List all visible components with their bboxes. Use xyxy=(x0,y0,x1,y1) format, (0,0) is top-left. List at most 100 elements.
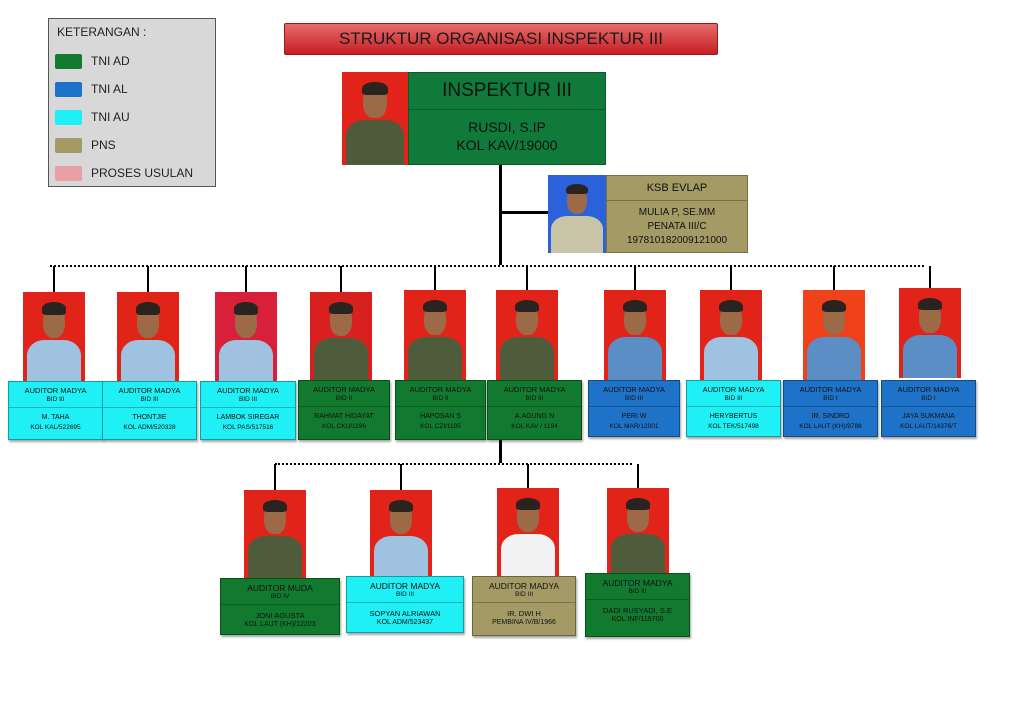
member-bid: BID III xyxy=(525,395,544,402)
photo-hair xyxy=(329,301,353,314)
legend-title: KETERANGAN : xyxy=(57,25,147,39)
member-connector-line xyxy=(434,266,436,290)
photo-uniform xyxy=(499,336,555,380)
photo-hair xyxy=(423,299,447,313)
legend-label: PNS xyxy=(91,138,116,152)
card-separator xyxy=(882,406,975,407)
chart-title: STRUKTUR ORGANISASI INSPEKTUR III xyxy=(284,23,718,55)
member-name: PERI W xyxy=(621,413,647,420)
card-separator xyxy=(299,406,389,407)
photo-hair xyxy=(516,497,540,510)
legend-swatch xyxy=(55,54,82,69)
card-separator xyxy=(201,407,295,408)
card-separator xyxy=(488,406,581,407)
member-photo xyxy=(899,288,961,378)
member-rank: KOL MAR/12001 xyxy=(609,423,659,430)
member-bid: BID IV xyxy=(270,593,290,600)
member-name: THONTJIE xyxy=(132,414,167,421)
member-photo xyxy=(497,488,559,576)
member-title: AUDITOR MUDA xyxy=(247,583,313,593)
member-connector-line xyxy=(53,266,55,292)
inspektur-photo xyxy=(342,72,408,165)
photo-hair xyxy=(626,497,650,510)
member-rank: KOL LAUT (KH)/9788 xyxy=(799,423,862,430)
photo-hair xyxy=(42,302,66,315)
member-connector-line xyxy=(340,266,342,292)
member-photo xyxy=(370,490,432,578)
member-title: AUDITOR MADYA xyxy=(217,386,279,395)
member-name: DADI RUSYADI, S.E xyxy=(602,606,673,615)
photo-uniform xyxy=(26,339,82,384)
card-separator xyxy=(784,406,877,407)
photo-hair xyxy=(719,299,743,313)
member-name: RAHMAT HIDAYAT xyxy=(314,413,374,420)
member-rank: KOL CKU/1196 xyxy=(321,423,367,430)
member-connector-line xyxy=(833,266,835,290)
member-title: AUDITOR MADYA xyxy=(313,385,375,394)
legend-label: TNI AU xyxy=(91,110,130,124)
member-photo xyxy=(803,290,865,380)
member-rank: KOL LAUT/14376/T xyxy=(900,423,957,430)
card-separator xyxy=(103,407,196,408)
member-title: AUDITOR MADYA xyxy=(702,385,765,394)
member-bid: BID III xyxy=(514,591,534,598)
row1-dotted-line xyxy=(50,265,924,267)
member-photo xyxy=(700,290,762,380)
member-photo xyxy=(404,290,466,380)
main-trunk-line xyxy=(499,165,502,265)
photo-hair xyxy=(565,183,588,195)
member-title: AUDITOR MADYA xyxy=(118,386,181,395)
member-name: SOPYAN ALRIAWAN xyxy=(369,609,441,618)
member-title: AUDITOR MADYA xyxy=(24,386,87,395)
card-separator xyxy=(687,406,780,407)
photo-uniform xyxy=(551,215,603,253)
member-connector-line xyxy=(245,266,247,292)
member-rank: KOL ADM/523437 xyxy=(376,619,434,626)
photo-hair xyxy=(822,299,846,313)
photo-hair xyxy=(623,299,647,313)
ksb-box: KSB EVLAP MULIA P, SE.MM PENATA III/C 19… xyxy=(606,175,748,253)
member-rank: PEMBINA IV/B/1966 xyxy=(492,619,556,626)
member-bid: BID III xyxy=(395,591,415,598)
legend-label: PROSES USULAN xyxy=(91,166,194,180)
card-separator xyxy=(586,599,689,600)
photo-hair xyxy=(362,82,388,96)
member-photo xyxy=(607,488,669,576)
photo-uniform xyxy=(407,336,463,380)
row2-dotted-line xyxy=(275,463,632,465)
member-connector-line xyxy=(274,464,276,490)
member-title: AUDITOR MADYA xyxy=(503,385,566,394)
member-rank: KOL INF/119700 xyxy=(611,616,664,623)
photo-uniform xyxy=(313,337,369,380)
member-name: M. TAHA xyxy=(41,414,70,421)
member-title: AUDITOR MADYA xyxy=(602,578,673,588)
ksb-rank: PENATA III/C xyxy=(647,221,707,232)
photo-uniform xyxy=(902,334,958,378)
member-photo xyxy=(496,290,558,380)
member-title: AUDITOR MADYA xyxy=(369,581,441,591)
inspektur-rank: KOL KAV/19000 xyxy=(456,137,558,153)
legend-item-tni-ad: TNI AD xyxy=(55,52,213,72)
member-bid: BID III xyxy=(140,396,159,403)
member-bid: BID II xyxy=(335,395,353,402)
card-separator xyxy=(221,604,339,605)
photo-uniform xyxy=(610,533,666,576)
member-connector-line xyxy=(147,266,149,292)
member-rank: KOL CZI/1195 xyxy=(420,423,461,430)
inspektur-name: RUSDI, S.IP xyxy=(468,119,546,135)
member-bid: BID III xyxy=(238,396,258,403)
member-connector-line xyxy=(929,266,931,288)
photo-uniform xyxy=(345,120,405,165)
member-connector-line xyxy=(526,266,528,290)
member-bid: BID III xyxy=(46,396,65,403)
member-title: AUDITOR MADYA xyxy=(799,385,862,394)
